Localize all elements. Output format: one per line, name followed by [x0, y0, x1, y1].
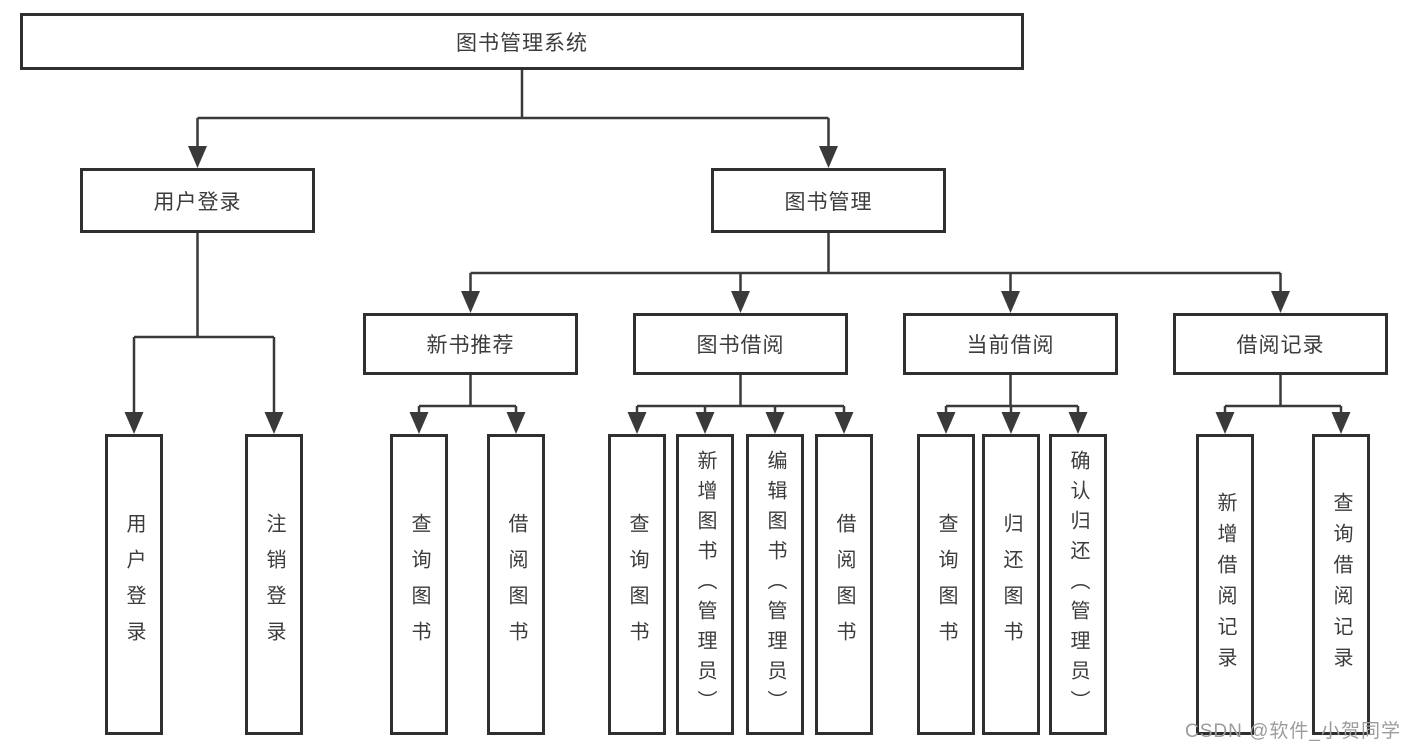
node-current-borrowing: 当前借阅	[903, 313, 1118, 375]
leaf-confirm-return-admin: 确认归还（管理员）	[1049, 434, 1107, 735]
leaf-label: 新增借阅记录	[1214, 491, 1236, 678]
node-book-borrowing: 图书借阅	[633, 313, 848, 375]
leaf-borrow-books: 借阅图书	[815, 434, 873, 735]
leaf-query-borrow-record: 查询借阅记录	[1312, 434, 1370, 735]
leaf-add-books-admin: 新增图书（管理员）	[676, 434, 734, 735]
leaf-borrow-books: 借阅图书	[487, 434, 545, 735]
leaf-label: 确认归还（管理员）	[1067, 449, 1089, 720]
leaf-query-books: 查询图书	[390, 434, 448, 735]
leaf-user-login: 用户登录	[105, 434, 163, 735]
leaf-label: 借阅图书	[505, 512, 527, 657]
node-library-management-system: 图书管理系统	[20, 13, 1024, 70]
leaf-label: 查询借阅记录	[1330, 491, 1352, 678]
leaf-label: 查询图书	[626, 512, 648, 657]
leaf-label: 查询图书	[408, 512, 430, 657]
leaf-edit-books-admin: 编辑图书（管理员）	[746, 434, 804, 735]
leaf-query-books: 查询图书	[608, 434, 666, 735]
leaf-label: 注销登录	[263, 512, 285, 657]
watermark: CSDN @软件_小贺同学	[1185, 721, 1401, 742]
leaf-label: 借阅图书	[833, 512, 855, 657]
leaf-label: 编辑图书（管理员）	[764, 449, 786, 720]
node-new-book-recommendation: 新书推荐	[363, 313, 578, 375]
leaf-logout-login: 注销登录	[245, 434, 303, 735]
leaf-add-borrow-record: 新增借阅记录	[1196, 434, 1254, 735]
node-borrowing-records: 借阅记录	[1173, 313, 1388, 375]
node-user-login: 用户登录	[80, 168, 315, 233]
leaf-label: 用户登录	[123, 512, 145, 657]
leaf-label: 新增图书（管理员）	[694, 449, 716, 720]
leaf-label: 查询图书	[935, 512, 957, 657]
node-book-management: 图书管理	[711, 168, 946, 233]
leaf-label: 归还图书	[1000, 512, 1022, 657]
leaf-query-books: 查询图书	[917, 434, 975, 735]
leaf-return-books: 归还图书	[982, 434, 1040, 735]
